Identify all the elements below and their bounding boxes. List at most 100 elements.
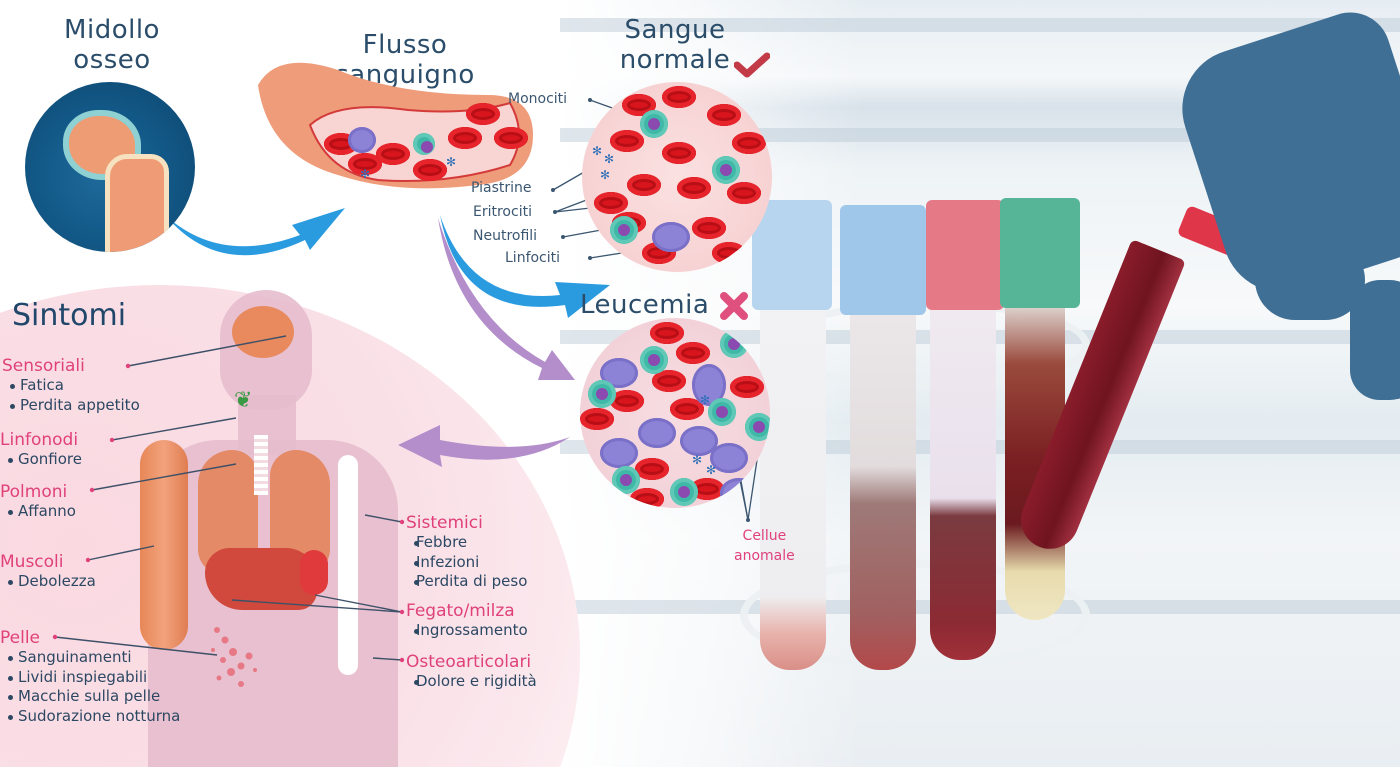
lymphocyte-icon bbox=[348, 127, 376, 153]
platelet-icon: ✻ bbox=[604, 152, 615, 166]
red-blood-cell-icon bbox=[677, 177, 711, 199]
monocyte-icon bbox=[588, 380, 616, 408]
monocyte-icon bbox=[670, 478, 698, 506]
red-blood-cell-icon bbox=[732, 132, 766, 154]
monocyte-icon bbox=[640, 346, 668, 374]
skin-spots-icon bbox=[205, 620, 265, 700]
normal-blood-sample: ✻ ✻ ✻ bbox=[582, 82, 772, 272]
red-blood-cell-icon bbox=[466, 103, 500, 125]
symptom-item: Sanguinamenti bbox=[0, 648, 180, 668]
bone-marrow-title-line1: Midollo bbox=[64, 15, 160, 45]
red-blood-cell-icon bbox=[348, 153, 382, 175]
red-blood-cell-icon bbox=[610, 130, 644, 152]
symptom-item: Febbre bbox=[406, 533, 527, 553]
symptom-heading: Pelle bbox=[0, 628, 41, 648]
symptoms-title: Sintomi bbox=[12, 298, 127, 333]
red-blood-cell-icon bbox=[627, 174, 661, 196]
normal-blood-title-line1: Sangue bbox=[624, 15, 726, 45]
platelet-icon: ✻ bbox=[700, 393, 711, 407]
platelet-icon: ✻ bbox=[592, 144, 603, 158]
arm-bone-icon bbox=[338, 455, 358, 675]
red-blood-cell-icon bbox=[494, 127, 528, 149]
label-lymphocytes: Linfociti bbox=[505, 250, 561, 266]
red-blood-cell-icon bbox=[676, 342, 710, 364]
bone-marrow-title: Midollo osseo bbox=[52, 15, 172, 75]
symptom-heading: Fegato/milza bbox=[406, 601, 515, 621]
symptom-group-sensory: Sensoriali Fatica Perdita appetito bbox=[2, 356, 140, 415]
symptom-item: Debolezza bbox=[0, 572, 96, 592]
platelet-icon: ✻ bbox=[692, 453, 703, 467]
normal-blood-title-line2: normale bbox=[619, 45, 731, 75]
neutrophil-icon bbox=[610, 216, 638, 244]
test-tube-2 bbox=[850, 300, 916, 670]
normal-blood-title: Sangue normale bbox=[610, 15, 740, 75]
red-blood-cell-icon bbox=[594, 192, 628, 214]
symptom-group-musculoskeletal: Osteoarticolari Dolore e rigidità bbox=[406, 652, 537, 692]
monocyte-icon bbox=[745, 413, 770, 441]
symptom-heading: Sistemici bbox=[406, 513, 483, 533]
neutrophil-icon bbox=[720, 330, 748, 358]
abnormal-cells-label: Cellue anomale bbox=[734, 526, 795, 566]
symptom-group-skin: Pelle Sanguinamenti Lividi inspiegabili … bbox=[0, 628, 180, 726]
arrow-marrow-to-bloodstream bbox=[165, 208, 345, 256]
symptom-item: Perdita appetito bbox=[2, 396, 140, 416]
blood-vessel-illustration: ✻ ✻ bbox=[248, 55, 538, 205]
tube-cap-blue bbox=[840, 205, 926, 315]
tube-cap-green bbox=[1000, 198, 1080, 308]
symptom-group-muscles: Muscoli Debolezza bbox=[0, 552, 96, 592]
lymphocyte-icon bbox=[652, 222, 690, 252]
symptom-heading: Muscoli bbox=[0, 552, 64, 572]
arrow-bloodstream-to-leukemia bbox=[438, 218, 575, 380]
neutrophil-icon bbox=[413, 133, 435, 155]
red-blood-cell-icon bbox=[690, 478, 724, 500]
symptom-group-lymph-nodes: Linfonodi Gonfiore bbox=[0, 430, 82, 470]
red-blood-cell-icon bbox=[727, 182, 761, 204]
bone-marrow-illustration bbox=[25, 82, 195, 252]
symptom-heading: Linfonodi bbox=[0, 430, 79, 450]
liver-icon bbox=[205, 548, 317, 610]
symptom-heading: Polmoni bbox=[0, 482, 68, 502]
platelet-icon: ✻ bbox=[600, 168, 611, 182]
lymph-node-icon: ❦ bbox=[234, 388, 253, 413]
femur-head-icon bbox=[63, 110, 141, 180]
symptom-item: Dolore e rigidità bbox=[406, 672, 537, 692]
platelet-icon: ✻ bbox=[360, 167, 371, 181]
symptom-item: Perdita di peso bbox=[406, 572, 527, 592]
neutrophil-icon bbox=[712, 156, 740, 184]
arm-muscle-icon bbox=[140, 440, 188, 650]
glove-finger bbox=[1255, 240, 1365, 320]
red-blood-cell-icon bbox=[413, 159, 447, 181]
abnormal-lymphocyte-icon bbox=[710, 443, 748, 473]
red-blood-cell-icon bbox=[652, 370, 686, 392]
symptom-item: Lividi inspiegabili bbox=[0, 668, 180, 688]
red-blood-cell-icon bbox=[650, 322, 684, 344]
red-blood-cell-icon bbox=[376, 143, 410, 165]
red-blood-cell-icon bbox=[662, 86, 696, 108]
platelet-icon: ✻ bbox=[706, 463, 717, 477]
label-platelets: Piastrine bbox=[471, 180, 532, 196]
red-blood-cell-icon bbox=[448, 127, 482, 149]
red-blood-cell-icon bbox=[630, 488, 664, 508]
trachea-icon bbox=[254, 435, 268, 495]
arrow-leukemia-to-symptoms bbox=[398, 425, 570, 467]
symptom-item: Infezioni bbox=[406, 553, 527, 573]
window-blind-slat bbox=[560, 18, 1400, 32]
glove-finger bbox=[1350, 280, 1400, 400]
spleen-icon bbox=[300, 550, 328, 595]
label-monocytes: Monociti bbox=[508, 91, 568, 107]
check-icon bbox=[734, 52, 770, 78]
red-blood-cell-icon bbox=[635, 458, 669, 480]
test-tube-1 bbox=[760, 300, 826, 670]
test-tube-3 bbox=[930, 300, 996, 660]
symptom-group-liver-spleen: Fegato/milza Ingrossamento bbox=[406, 601, 528, 641]
x-icon bbox=[720, 292, 748, 320]
label-erythrocytes: Eritrociti bbox=[473, 204, 532, 220]
red-blood-cell-icon bbox=[580, 408, 614, 430]
bone-marrow-title-line2: osseo bbox=[73, 45, 151, 75]
red-blood-cell-icon bbox=[670, 398, 704, 420]
symptom-item: Ingrossamento bbox=[406, 621, 528, 641]
tube-cap-red bbox=[926, 200, 1004, 310]
arrow-bloodstream-to-normal bbox=[440, 215, 610, 318]
platelet-icon: ✻ bbox=[446, 155, 457, 169]
